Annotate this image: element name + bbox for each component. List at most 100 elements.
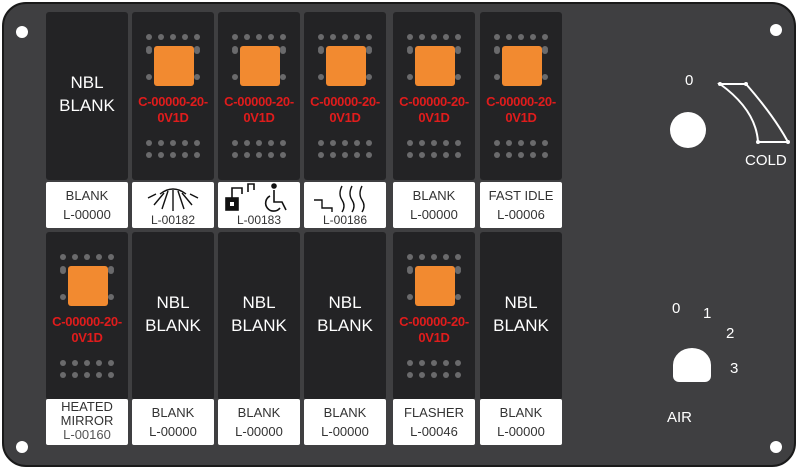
led-dot: [60, 294, 66, 300]
led-dot: [280, 74, 286, 80]
lamp-switch[interactable]: C-00000-20-0V1D: [480, 12, 562, 180]
led-dot: [60, 268, 66, 274]
label-line-2: L-00006: [497, 207, 545, 222]
part-number-line-2: 0V1D: [71, 330, 103, 345]
label-line-1: BLANK: [323, 405, 367, 420]
label-line-2: MIRROR: [60, 413, 114, 428]
part-number-line-2: 0V1D: [243, 110, 275, 125]
switch-line-1: NBL: [504, 293, 538, 312]
led-dot-row: [232, 140, 286, 158]
led-dot: [494, 74, 500, 80]
label-line-1: FAST IDLE: [488, 188, 554, 203]
led-dot: [455, 268, 461, 274]
label-line-1: FLASHER: [404, 405, 464, 420]
lamp-switch[interactable]: C-00000-20-0V1D: [304, 12, 386, 180]
lamp-switch[interactable]: C-00000-20-0V1D: [46, 232, 128, 400]
led-dot: [108, 268, 114, 274]
switch-line-1: NBL: [242, 293, 276, 312]
air-pos-2: 2: [726, 325, 735, 342]
temp-cold-label: COLD: [745, 152, 787, 169]
blank-switch[interactable]: NBL BLANK: [132, 232, 214, 400]
lamp-switch[interactable]: C-00000-20-0V1D: [218, 12, 300, 180]
switch-label: BLANK L-00000: [480, 399, 562, 445]
led-dot: [455, 48, 461, 54]
led-dot: [232, 48, 238, 54]
led-dot-row: [318, 140, 372, 158]
led-dot: [366, 48, 372, 54]
switch-label: FAST IDLE L-00006: [480, 182, 562, 228]
blank-switch[interactable]: NBL BLANK: [304, 232, 386, 400]
part-number-line-2: 0V1D: [505, 110, 537, 125]
led-dot: [318, 74, 324, 80]
part-number-line-1: C-00000-20-: [52, 314, 122, 329]
blank-switch[interactable]: NBL BLANK: [480, 232, 562, 400]
air-pos-3: 3: [730, 360, 739, 377]
led-dot-row: [407, 140, 461, 158]
switch-line-2: BLANK: [317, 316, 373, 335]
led-dot-row: [146, 140, 200, 158]
switch-line-2: BLANK: [145, 316, 201, 335]
air-knob-cap[interactable]: [673, 348, 711, 382]
led-dot-row: [407, 360, 461, 378]
mount-hole-bottom-right: [770, 441, 782, 453]
led-dot-row: [494, 140, 548, 158]
led-dot: [455, 74, 461, 80]
air-label: AIR: [667, 409, 693, 426]
switch-line-1: NBL: [328, 293, 362, 312]
indicator-lamp: [415, 46, 455, 86]
temperature-arc-icon: [716, 82, 790, 144]
label-line-1: HEATED: [61, 399, 113, 414]
switch-label: L-00183: [218, 182, 300, 228]
lamp-switch[interactable]: C-00000-20-0V1D: [132, 12, 214, 180]
switch-line-1: NBL: [70, 73, 104, 92]
switch-line-2: BLANK: [493, 316, 549, 335]
part-number-line-1: C-00000-20-: [310, 94, 380, 109]
label-line-2: L-00000: [149, 424, 197, 439]
switch-label: L-00182: [132, 182, 214, 228]
switch-line-1: NBL: [156, 293, 190, 312]
part-number-line-1: C-00000-20-: [224, 94, 294, 109]
led-dot: [232, 74, 238, 80]
mount-hole-top-left: [16, 26, 28, 38]
led-dot: [407, 48, 413, 54]
label-line-1: BLANK: [412, 188, 456, 203]
led-dot: [194, 48, 200, 54]
lamp-switch[interactable]: C-00000-20-0V1D: [393, 232, 475, 400]
led-dot: [318, 48, 324, 54]
indicator-lamp: [326, 46, 366, 86]
led-dot: [407, 74, 413, 80]
label-code: L-00186: [322, 213, 368, 227]
label-line-2: L-00000: [63, 207, 111, 222]
label-line-1: BLANK: [151, 405, 195, 420]
label-line-2: L-00000: [235, 424, 283, 439]
lamp-switch[interactable]: C-00000-20-0V1D: [393, 12, 475, 180]
led-dot: [194, 74, 200, 80]
indicator-lamp: [240, 46, 280, 86]
label-code: L-00182: [150, 213, 196, 227]
switch-label: BLANK L-00000: [393, 182, 475, 228]
temperature-knob-cap[interactable]: [670, 112, 706, 148]
label-code: L-00183: [236, 213, 282, 227]
part-number-line-2: 0V1D: [329, 110, 361, 125]
label-line-2: L-00000: [410, 207, 458, 222]
part-number-line-1: C-00000-20-: [486, 94, 556, 109]
led-dot: [108, 294, 114, 300]
indicator-lamp: [154, 46, 194, 86]
part-number-line-2: 0V1D: [418, 110, 450, 125]
led-dot: [455, 294, 461, 300]
led-dot: [542, 74, 548, 80]
led-dot: [280, 48, 286, 54]
led-dot: [146, 74, 152, 80]
label-line-1: BLANK: [499, 405, 543, 420]
indicator-lamp: [68, 266, 108, 306]
label-line-2: L-00000: [497, 424, 545, 439]
led-dot: [494, 48, 500, 54]
part-number-line-2: 0V1D: [418, 330, 450, 345]
